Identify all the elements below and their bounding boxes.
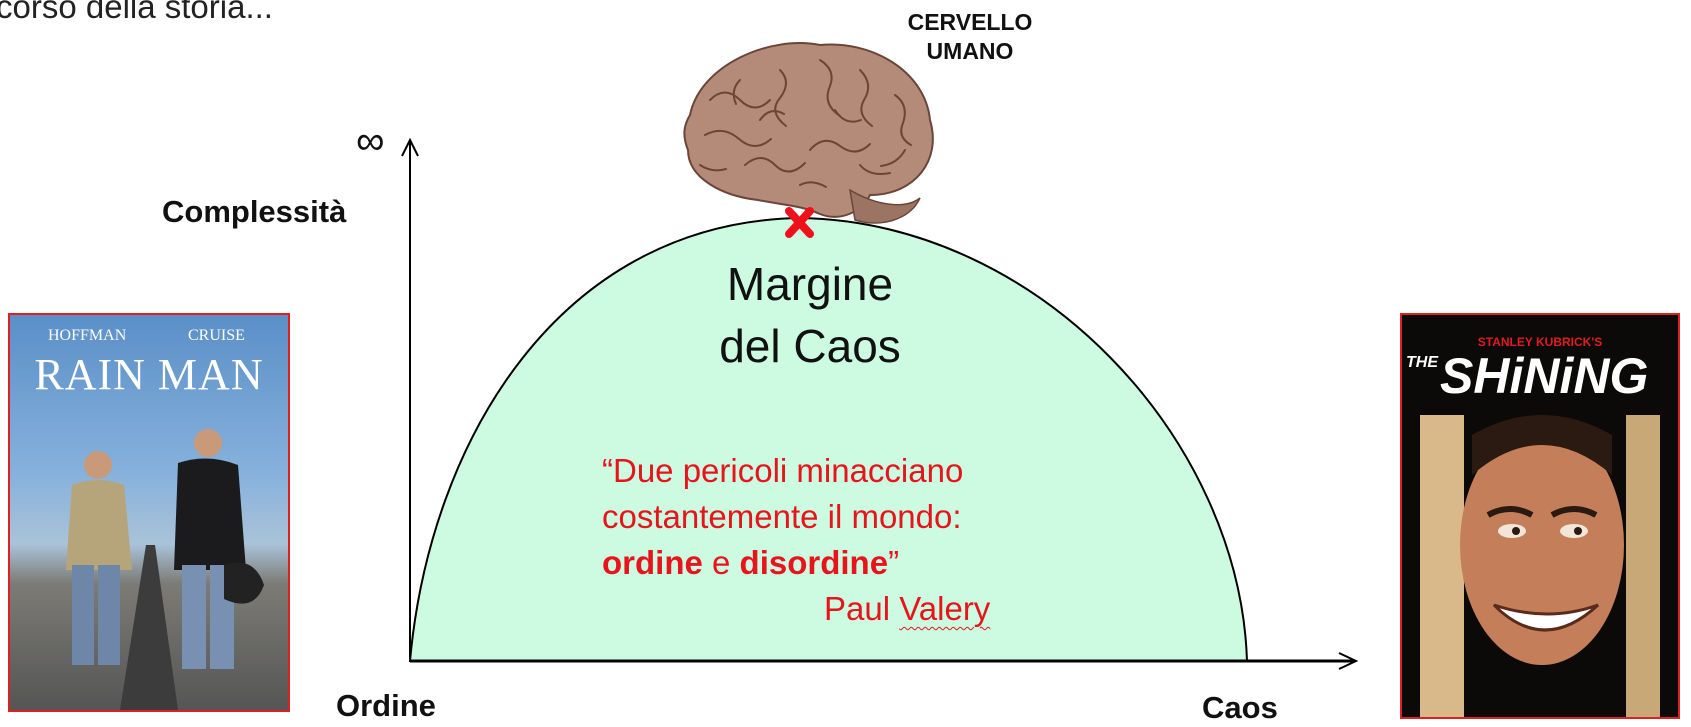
quote-text: ” [888, 544, 900, 581]
poster-actor: CRUISE [188, 327, 245, 344]
x-axis-left-label: Ordine [336, 688, 436, 723]
poster-actor: HOFFMAN [48, 327, 127, 344]
y-axis-arrowhead [401, 137, 419, 157]
edge-label-line: Margine [726, 258, 894, 310]
edge-marker-x-icon [785, 207, 814, 238]
poster-face [1420, 415, 1660, 717]
brain-label-line: UMANO [926, 38, 1014, 64]
quote-author: Paul Valery [602, 586, 990, 632]
quote-line: ordine e disordine” [602, 540, 990, 586]
poster-figures [66, 429, 264, 710]
x-axis-right-label: Caos [1202, 690, 1278, 725]
y-axis-max-label: ∞ [356, 119, 385, 163]
poster-title: THESHiNiNG [1406, 347, 1676, 405]
poster-title-main: SHiNiNG [1440, 348, 1649, 404]
quote-line: costantemente il mondo: [602, 498, 962, 535]
brain-label-line: CERVELLO [907, 9, 1033, 35]
quote-emphasis: ordine [602, 544, 703, 581]
quote-author-first: Paul [824, 590, 900, 627]
figure-left [66, 451, 132, 665]
brain-icon [683, 42, 934, 224]
edge-label-line: del Caos [719, 320, 901, 372]
poster-tagline: STANLEY KUBRICK'S [1477, 335, 1603, 349]
y-axis-label: Complessità [162, 194, 347, 229]
valery-quote: “Due pericoli minacciano costantemente i… [602, 448, 990, 632]
the-shining-poster: STANLEY KUBRICK'S THESHiNiNG [1400, 313, 1680, 719]
brain-label: CERVELLO UMANO [890, 8, 1050, 66]
edge-of-chaos-label: Margine del Caos [640, 253, 980, 377]
quote-author-last: Valery [899, 590, 991, 627]
poster-title-prefix: THE [1406, 354, 1438, 371]
quote-text: e [702, 544, 740, 581]
quote-line: “Due pericoli minacciano [602, 452, 964, 489]
figure-right [174, 429, 264, 669]
x-axis-arrowhead [1338, 652, 1359, 670]
rain-man-poster: HOFFMAN CRUISE RAIN MAN [8, 313, 290, 712]
slide-heading: corso della storia... [0, 0, 273, 25]
quote-emphasis: disordine [739, 544, 889, 581]
poster-title: RAIN MAN [34, 350, 264, 399]
